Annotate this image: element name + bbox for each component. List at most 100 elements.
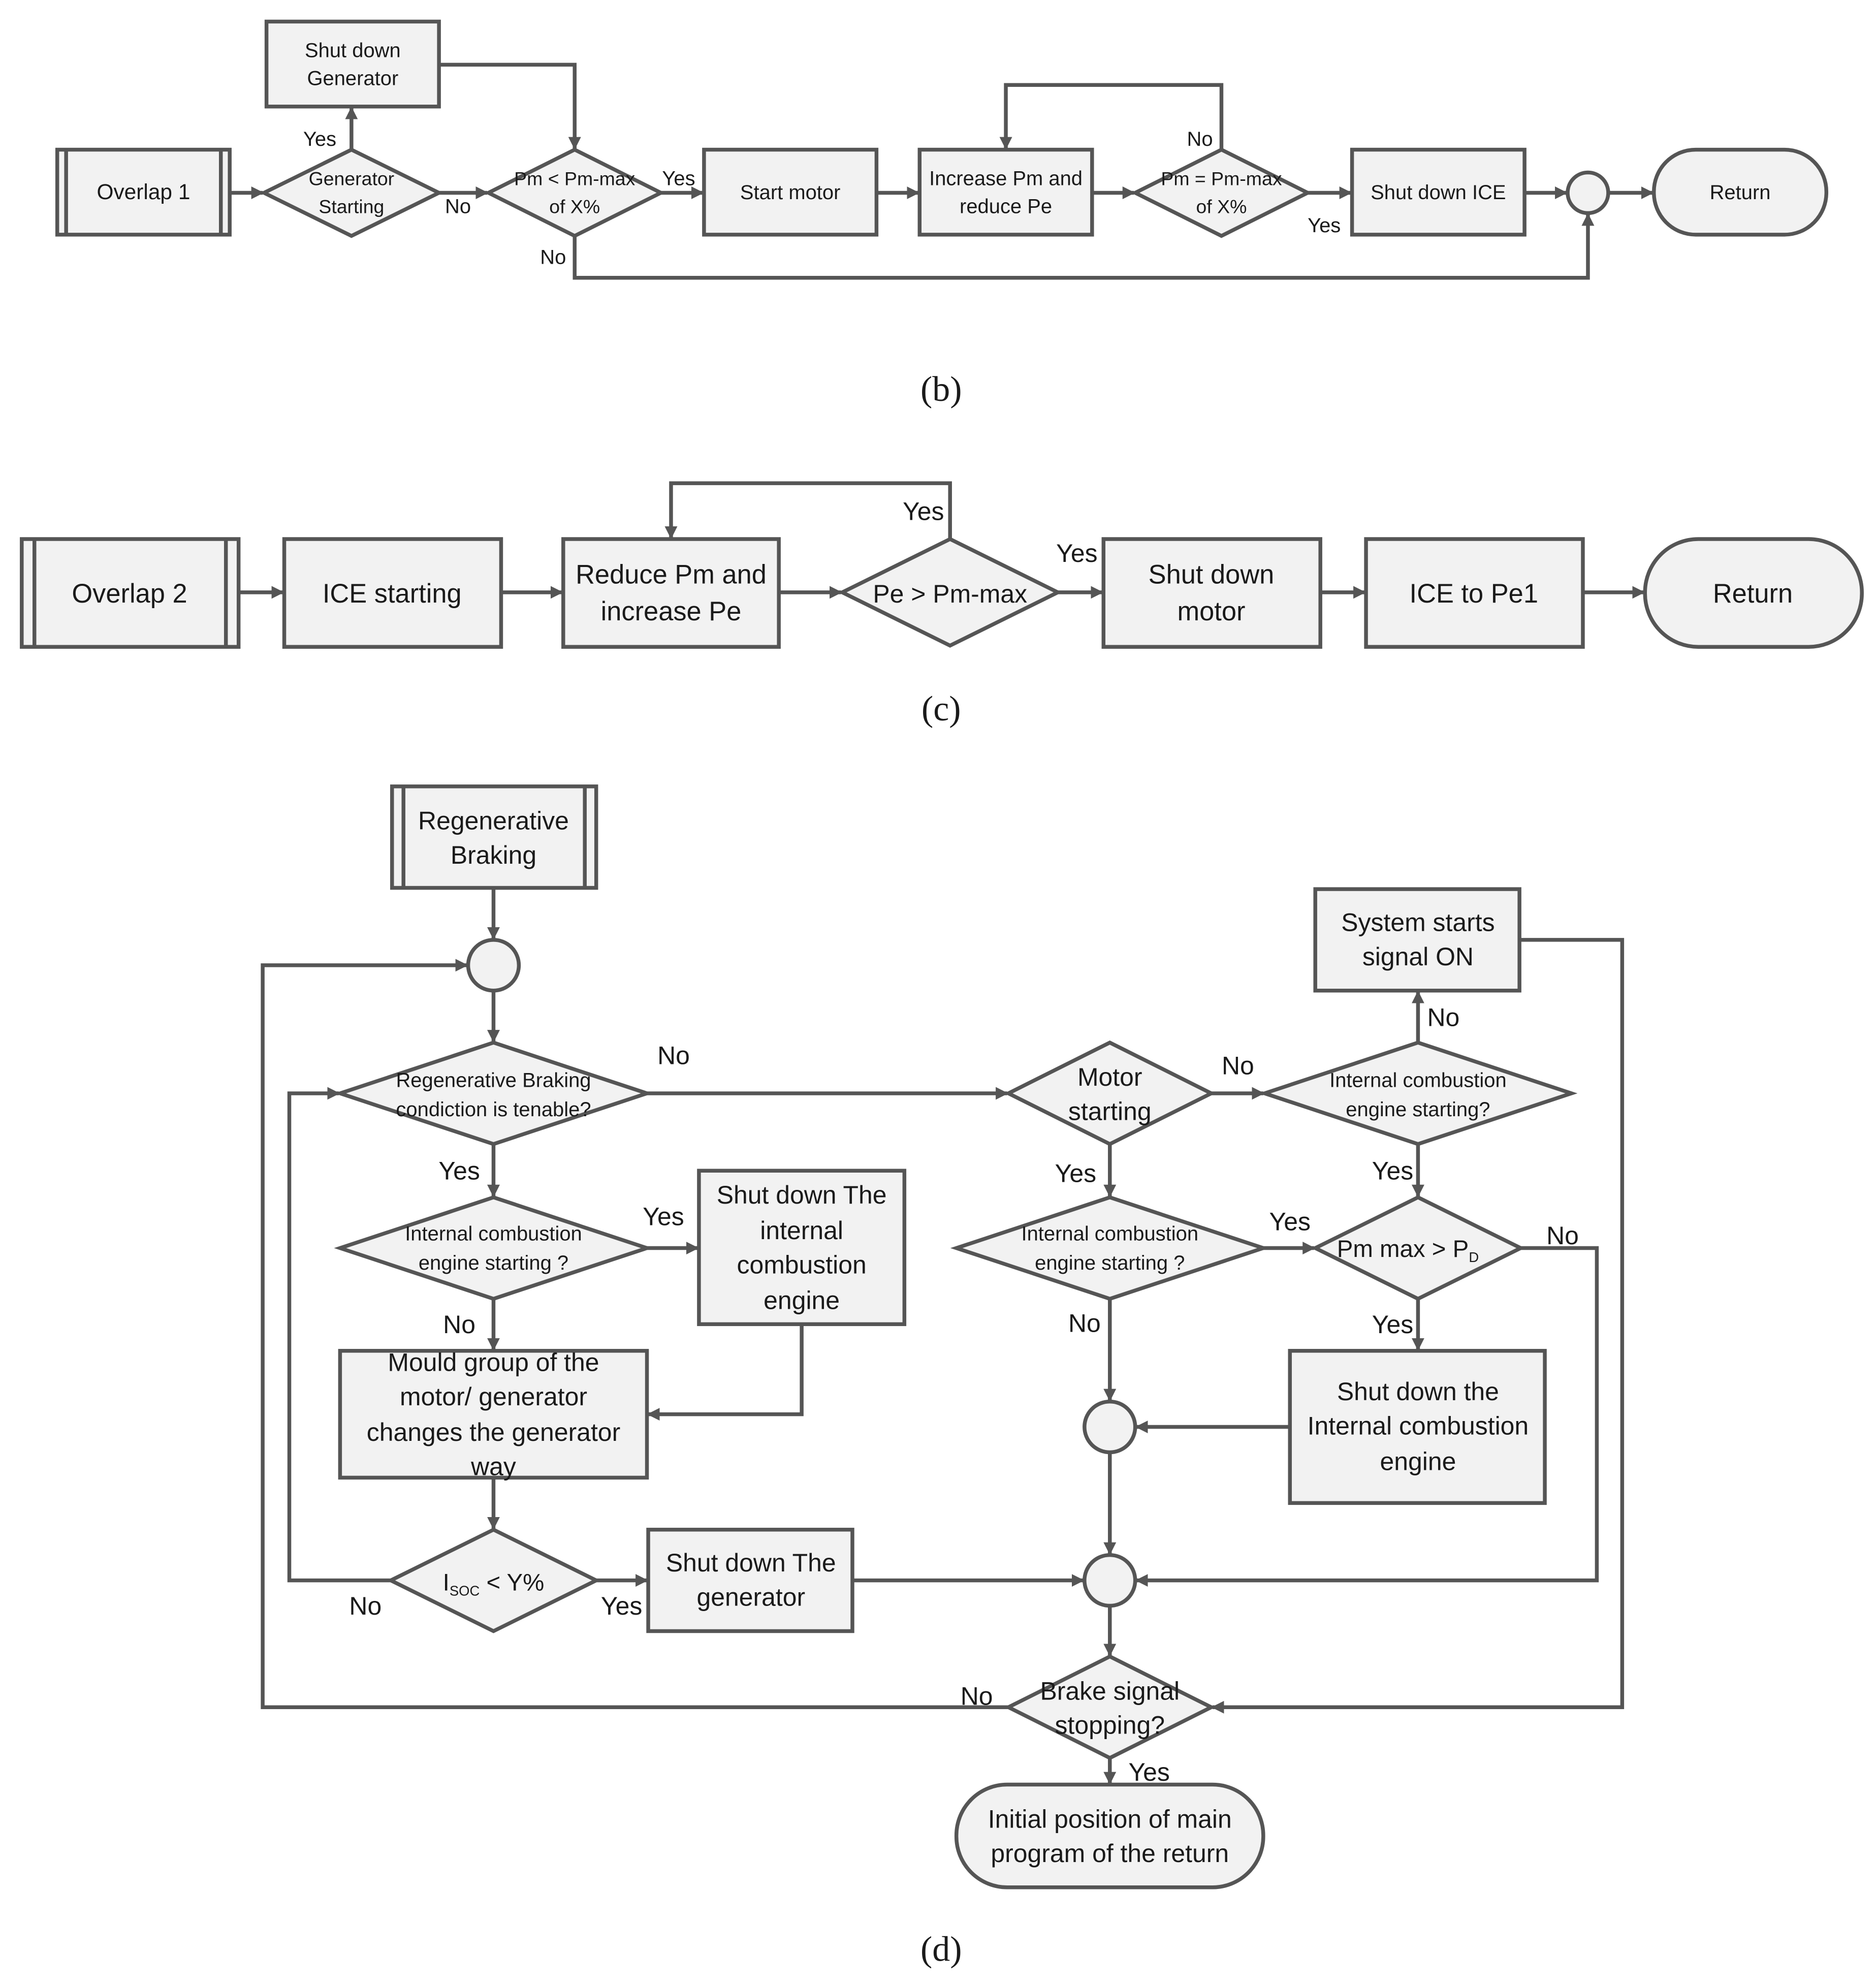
- shutdown-generator-d-box: Shut down The generator: [646, 1528, 854, 1633]
- arrow-d19: [261, 959, 1009, 1710]
- label-d-no-pm: No: [1546, 1221, 1579, 1250]
- shutdown-ice-left-line1: Shut down The: [717, 1181, 887, 1209]
- pe-gt-pmmax-label: Pe > Pm-max: [873, 580, 1027, 608]
- label-d-yes-ice-mid: Yes: [1269, 1208, 1311, 1236]
- caption-d: (d): [920, 1930, 962, 1969]
- ice-starting-mid-line1: Internal combustion: [1022, 1223, 1199, 1245]
- ice-starting-mid-decision: Internal combustion engine starting ?: [950, 1195, 1269, 1301]
- shutdown-ice-right-line3: engine: [1380, 1447, 1456, 1475]
- ice-starting-left-line2: engine starting ?: [419, 1252, 568, 1274]
- panel-b: Overlap 1 Generator Starting Shut down G…: [55, 19, 1829, 409]
- generator-starting-line2: Starting: [319, 196, 384, 217]
- panel-d: Regenerative Braking Regenerative Brakin…: [261, 784, 1625, 1969]
- regen-braking-subprocess: Regenerative Braking: [390, 784, 598, 890]
- label-b-no1: No: [445, 195, 471, 217]
- shutdown-generator-d-line1: Shut down The: [666, 1549, 836, 1577]
- brake-signal-decision: Brake signal stopping?: [1004, 1654, 1216, 1760]
- mould-group-line3: changes the generator: [367, 1418, 620, 1446]
- label-d-no-regen: No: [657, 1042, 690, 1070]
- label-d-no-motor: No: [1222, 1052, 1254, 1080]
- increase-pm-line2: reduce Pe: [960, 195, 1052, 217]
- arrow-b12: [573, 213, 1595, 280]
- connector-d-mid: [1083, 1399, 1137, 1455]
- increase-pm-box: Increase Pm and reduce Pe: [917, 147, 1094, 237]
- regen-condition-line2: condiction is tenable?: [396, 1098, 591, 1121]
- shutdown-ice-left-box: Shut down The internal combustion engine: [697, 1169, 907, 1327]
- label-d-yes-isoc: Yes: [601, 1592, 642, 1620]
- system-starts-box: System starts signal ON: [1313, 887, 1521, 993]
- initial-position-terminal: Initial position of main program of the …: [954, 1782, 1265, 1889]
- shutdown-ice-left-line2: internal: [760, 1216, 843, 1245]
- ice-starting-left-decision: Internal combustion engine starting ?: [334, 1195, 653, 1301]
- motor-starting-line1: Motor: [1077, 1063, 1142, 1091]
- pm-eq-pmmax-decision: Pm = Pm-max of X%: [1131, 147, 1312, 238]
- caption-b: (b): [920, 370, 962, 409]
- shutdown-motor-box: Shut down motor: [1101, 537, 1322, 649]
- ice-starting-right-line1: Internal combustion: [1329, 1069, 1507, 1091]
- return-c-terminal: Return: [1643, 537, 1864, 649]
- pe-gt-pmmax-decision: Pe > Pm-max: [838, 537, 1062, 648]
- label-d-yes-brake: Yes: [1128, 1758, 1169, 1786]
- arrow-b8: [999, 83, 1224, 150]
- mould-group-line1: Mould group of the: [388, 1348, 599, 1377]
- label-d-no-brake: No: [961, 1682, 993, 1710]
- panel-c: Overlap 2 ICE starting Reduce Pm and inc…: [20, 481, 1864, 729]
- label-b-yes1: Yes: [303, 128, 336, 150]
- ice-starting-right-decision: Internal combustion engine starting?: [1258, 1041, 1578, 1146]
- ice-starting-right-line2: engine starting?: [1346, 1098, 1490, 1121]
- label-b-yes2: Yes: [662, 167, 695, 190]
- label-b-no2: No: [540, 246, 566, 268]
- shutdown-motor-line1: Shut down: [1149, 560, 1275, 589]
- connector-d-top: [466, 938, 521, 993]
- shutdown-ice-box: Shut down ICE: [1350, 147, 1527, 237]
- pm-lt-pmmax-line2: of X%: [549, 196, 600, 217]
- connector-b: [1566, 170, 1610, 215]
- label-b-yes3: Yes: [1308, 214, 1341, 237]
- ice-to-pe1-box: ICE to Pe1: [1364, 537, 1585, 649]
- system-starts-line2: signal ON: [1362, 942, 1474, 971]
- generator-starting-decision: Generator Starting: [260, 147, 443, 238]
- regen-braking-line2: Braking: [451, 841, 536, 869]
- ice-starting-box: ICE starting: [282, 537, 503, 649]
- mould-group-box: Mould group of the motor/ generator chan…: [338, 1348, 649, 1480]
- reduce-pm-line2: increase Pe: [601, 597, 742, 626]
- label-d-yes-ice-left: Yes: [643, 1203, 684, 1231]
- shutdown-ice-right-line2: Internal combustion: [1308, 1412, 1529, 1440]
- pm-gt-pd-decision: Pm max > PD: [1311, 1195, 1525, 1301]
- label-c-yes-next: Yes: [1056, 539, 1097, 568]
- motor-starting-line2: starting: [1068, 1097, 1152, 1125]
- pm-eq-pmmax-line2: of X%: [1196, 196, 1247, 217]
- start-motor-box: Start motor: [702, 147, 879, 237]
- arrow-d9: [287, 1087, 391, 1583]
- shutdown-generator-line1: Shut down: [305, 39, 401, 61]
- reduce-pm-box: Reduce Pm and increase Pe: [561, 537, 781, 649]
- label-d-yes-regen: Yes: [438, 1157, 480, 1185]
- label-d-no-ice-left: No: [443, 1310, 475, 1339]
- increase-pm-line1: Increase Pm and: [929, 167, 1083, 190]
- overlap2-subprocess: Overlap 2: [20, 537, 241, 649]
- arrow-d7: [647, 1324, 804, 1421]
- mould-group-line4: way: [470, 1452, 516, 1480]
- ice-to-pe1-label: ICE to Pe1: [1410, 579, 1538, 609]
- connector-d-bottom: [1083, 1553, 1137, 1608]
- ice-starting-mid-line2: engine starting ?: [1035, 1252, 1185, 1274]
- caption-c: (c): [921, 689, 961, 729]
- regen-braking-line1: Regenerative: [418, 807, 569, 835]
- initial-position-line1: Initial position of main: [988, 1805, 1232, 1833]
- pm-eq-pmmax-line1: Pm = Pm-max: [1161, 168, 1282, 189]
- regen-condition-decision: Regenerative Braking condiction is tenab…: [334, 1041, 653, 1146]
- shutdown-motor-line2: motor: [1178, 597, 1246, 626]
- reduce-pm-line1: Reduce Pm and: [576, 560, 767, 589]
- label-d-no-ice-right: No: [1427, 1003, 1459, 1032]
- isoc-label: ISOC < Y%: [443, 1569, 545, 1599]
- shutdown-generator-box: Shut down Generator: [264, 19, 441, 109]
- overlap2-label: Overlap 2: [72, 579, 187, 609]
- shutdown-ice-left-line4: engine: [764, 1286, 840, 1314]
- generator-starting-line1: Generator: [309, 168, 395, 189]
- start-motor-label: Start motor: [740, 181, 841, 204]
- shutdown-ice-right-line1: Shut down the: [1337, 1377, 1499, 1406]
- shutdown-generator-d-line2: generator: [696, 1583, 805, 1612]
- isoc-decision: ISOC < Y%: [386, 1527, 601, 1633]
- label-d-no-isoc: No: [349, 1592, 381, 1620]
